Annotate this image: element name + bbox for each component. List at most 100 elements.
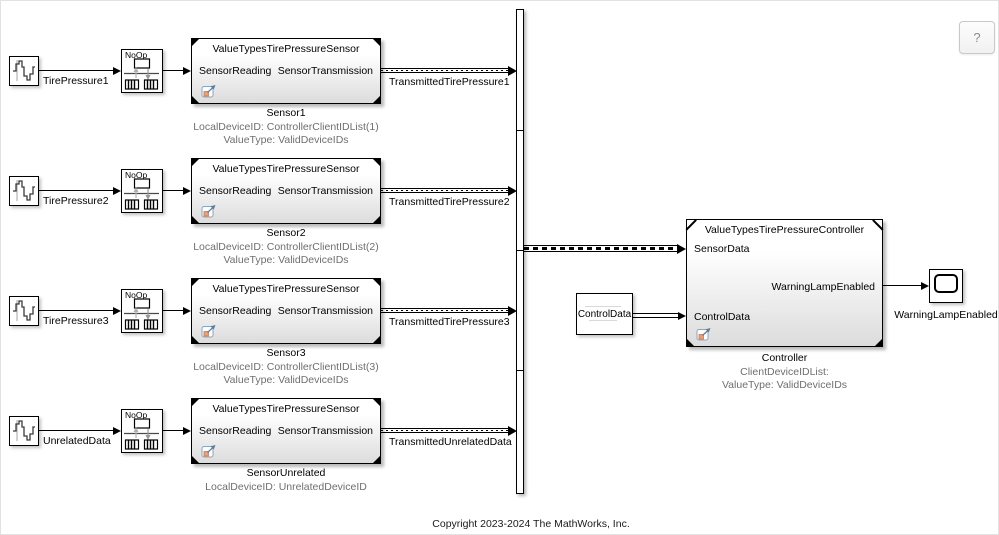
control-data-block[interactable]: ControlData <box>576 293 633 335</box>
message-send-receive-icon <box>124 298 159 330</box>
block-corner <box>372 455 381 464</box>
signal-wave-icon <box>13 300 35 321</box>
model-reference-badge-icon[interactable] <box>201 204 218 218</box>
noop-block[interactable]: NoOp <box>121 169 163 213</box>
bus-segment-divider <box>517 250 523 251</box>
arrowhead <box>183 67 191 75</box>
block-annotation-line1: ClientDeviceIDList: <box>740 366 829 378</box>
signal-source-block[interactable] <box>9 296 39 326</box>
arrowhead <box>677 244 686 254</box>
arrowhead <box>508 426 517 436</box>
controller-model-block[interactable]: ValueTypesTirePressureController SensorD… <box>685 219 884 347</box>
input-port-label: SensorReading <box>199 425 272 437</box>
sensor-model-block[interactable]: ValueTypesTirePressureSensor SensorReadi… <box>191 158 381 224</box>
signal-source-block[interactable] <box>9 56 39 86</box>
arrowhead <box>113 187 121 195</box>
wire-controldata-to-controller[interactable] <box>633 313 678 318</box>
wire-source-to-noop[interactable] <box>39 190 113 192</box>
wire-noop-to-sensor[interactable] <box>163 70 183 72</box>
wire-source-to-noop[interactable] <box>39 70 113 72</box>
sensor-model-block[interactable]: ValueTypesTirePressureSensor SensorReadi… <box>191 278 381 344</box>
bus-creator-bar[interactable] <box>516 9 524 494</box>
model-reference-badge-icon[interactable] <box>696 327 713 341</box>
transmitted-signal-label: TransmittedTirePressure3 <box>389 316 510 328</box>
arrowhead <box>508 66 517 76</box>
arrowhead <box>508 306 517 316</box>
wire-noop-to-sensor[interactable] <box>163 190 183 192</box>
sensor-model-block[interactable]: ValueTypesTirePressureSensor SensorReadi… <box>191 38 381 104</box>
input-port-label: SensorData <box>694 243 750 255</box>
help-button[interactable]: ? <box>959 21 995 54</box>
sensor-row: UnrelatedData NoOp ValueTypesTi <box>1 361 998 511</box>
signal-source-block[interactable] <box>9 416 39 446</box>
input-port-label: SensorReading <box>199 185 272 197</box>
wire-bus-to-controller[interactable] <box>524 245 678 252</box>
source-signal-label: TirePressure1 <box>43 75 109 87</box>
block-title: ValueTypesTirePressureController <box>704 224 865 236</box>
block-title: ValueTypesTirePressureSensor <box>212 163 360 175</box>
noop-block[interactable]: NoOp <box>121 409 163 453</box>
block-corner <box>191 158 200 167</box>
signal-wave-icon <box>13 60 35 81</box>
bus-segment-divider <box>517 130 523 131</box>
control-data-label: ControlData <box>577 309 632 320</box>
block-corner <box>686 338 695 347</box>
block-corner <box>191 335 200 344</box>
noop-block[interactable]: NoOp <box>121 49 163 93</box>
noop-block-label: NoOp <box>125 290 148 300</box>
noop-block[interactable]: NoOp <box>121 289 163 333</box>
model-reference-badge-icon[interactable] <box>201 84 218 98</box>
block-corner <box>191 95 200 104</box>
model-reference-badge-icon[interactable] <box>201 444 218 458</box>
wire-transmitted-bus[interactable] <box>381 308 509 313</box>
model-reference-badge-icon[interactable] <box>201 324 218 338</box>
block-annotation-line2: ValueType: ValidDeviceIDs <box>223 254 349 266</box>
input-port-label: SensorReading <box>199 65 272 77</box>
message-send-receive-icon <box>124 418 159 450</box>
block-name-label: Sensor1 <box>266 107 306 119</box>
block-corner <box>372 215 381 224</box>
sensor-row: TirePressure3 NoOp ValueTypesTi <box>1 241 998 391</box>
block-corner <box>874 338 883 347</box>
arrowhead <box>183 187 191 195</box>
wire-source-to-noop[interactable] <box>39 310 113 312</box>
message-send-receive-icon <box>124 58 159 90</box>
block-corner <box>372 398 381 407</box>
wire-transmitted-bus[interactable] <box>381 188 509 193</box>
block-corner <box>191 215 200 224</box>
output-port-label: SensorTransmission <box>277 185 373 197</box>
block-corner <box>191 278 200 287</box>
output-port-label: WarningLampEnabled <box>771 281 875 293</box>
transmitted-signal-label: TransmittedTirePressure1 <box>389 76 510 88</box>
arrowhead <box>113 307 121 315</box>
source-signal-label: TirePressure3 <box>43 315 109 327</box>
block-name-label: SensorUnrelated <box>246 467 326 479</box>
block-corner <box>191 455 200 464</box>
signal-wave-icon <box>13 180 35 201</box>
source-signal-label: UnrelatedData <box>43 435 111 447</box>
wire-transmitted-bus[interactable] <box>381 68 509 73</box>
block-title: ValueTypesTirePressureSensor <box>212 43 360 55</box>
block-name-label: Sensor2 <box>266 227 306 239</box>
wire-transmitted-bus[interactable] <box>381 428 509 433</box>
scope-block[interactable] <box>929 269 963 303</box>
wire-controller-to-scope[interactable] <box>883 285 921 287</box>
noop-block-label: NoOp <box>125 50 148 60</box>
wire-noop-to-sensor[interactable] <box>163 310 183 312</box>
sensor-model-block[interactable]: ValueTypesTirePressureSensor SensorReadi… <box>191 398 381 464</box>
wire-noop-to-sensor[interactable] <box>163 430 183 432</box>
block-annotation-line2: ValueType: ValidDeviceIDs <box>223 134 349 146</box>
signal-source-block[interactable] <box>9 176 39 206</box>
wire-source-to-noop[interactable] <box>39 430 113 432</box>
arrowhead <box>113 67 121 75</box>
block-annotation-line1: LocalDeviceID: ControllerClientIDList(3) <box>193 361 379 373</box>
output-port-label: SensorTransmission <box>277 425 373 437</box>
signal-wave-icon <box>13 420 35 441</box>
block-corner <box>191 398 200 407</box>
arrowhead <box>678 312 686 320</box>
scope-name-label: WarningLampEnabled <box>894 309 998 321</box>
block-corner <box>372 95 381 104</box>
transmitted-signal-label: TransmittedTirePressure2 <box>389 196 510 208</box>
block-corner <box>191 38 200 47</box>
